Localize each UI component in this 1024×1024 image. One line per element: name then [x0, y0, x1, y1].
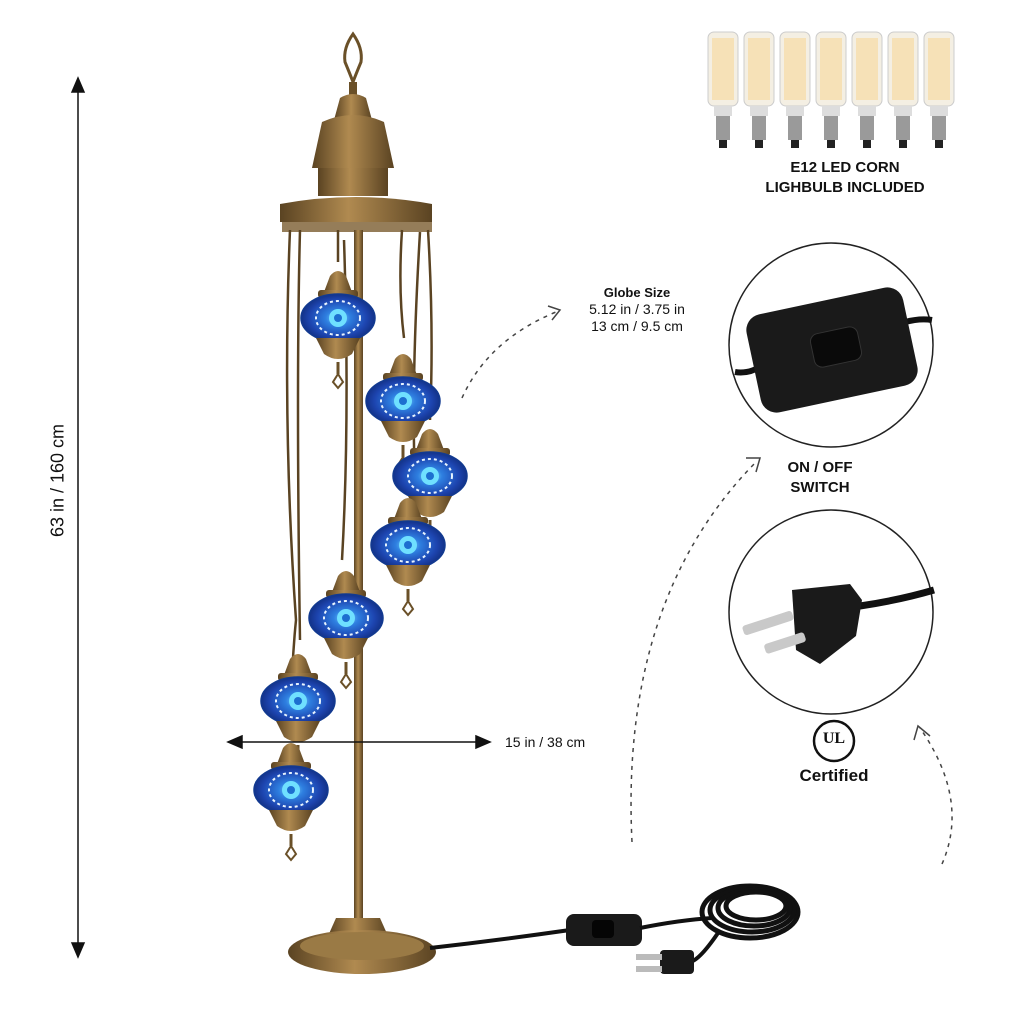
lamp-pole: [288, 230, 436, 974]
globe-size-block: Globe Size 5.12 in / 3.75 in 13 cm / 9.5…: [572, 284, 702, 335]
width-dimension-arrow: [226, 734, 492, 750]
plug-callout: [728, 509, 935, 715]
globe-size-pointer-arrow: [461, 311, 557, 399]
globe-size-cm: 13 cm / 9.5 cm: [591, 318, 683, 334]
plug-pointer-arrow: [919, 727, 953, 865]
led-bulbs: [707, 31, 955, 148]
lamp-finial: [343, 31, 363, 98]
height-dimension-label: 63 in / 160 cm: [47, 423, 68, 538]
height-dimension-arrow: [70, 76, 86, 959]
cable-coil: [429, 883, 801, 974]
switch-callout: [728, 242, 934, 448]
ul-certification-mark: [812, 719, 856, 763]
switch-caption-line1: ON / OFF: [787, 459, 853, 476]
bulbs-caption-line2: LIGHBULB INCLUDED: [765, 179, 925, 196]
switch-caption-line2: SWITCH: [790, 479, 850, 496]
switch-pointer-arrow: [630, 461, 757, 843]
bulbs-caption-line1: E12 LED CORN: [790, 159, 900, 176]
lamp-crown: [280, 94, 432, 232]
bulbs-caption: E12 LED CORN LIGHBULB INCLUDED: [740, 158, 950, 198]
certified-label: Certified: [799, 766, 869, 785]
switch-caption: ON / OFF SWITCH: [760, 458, 880, 498]
width-dimension-label: 15 in / 38 cm: [505, 734, 586, 750]
globe-size-title: Globe Size: [603, 285, 671, 300]
ul-mark-text: UL: [822, 730, 846, 747]
globe-size-inches: 5.12 in / 3.75 in: [589, 301, 685, 317]
